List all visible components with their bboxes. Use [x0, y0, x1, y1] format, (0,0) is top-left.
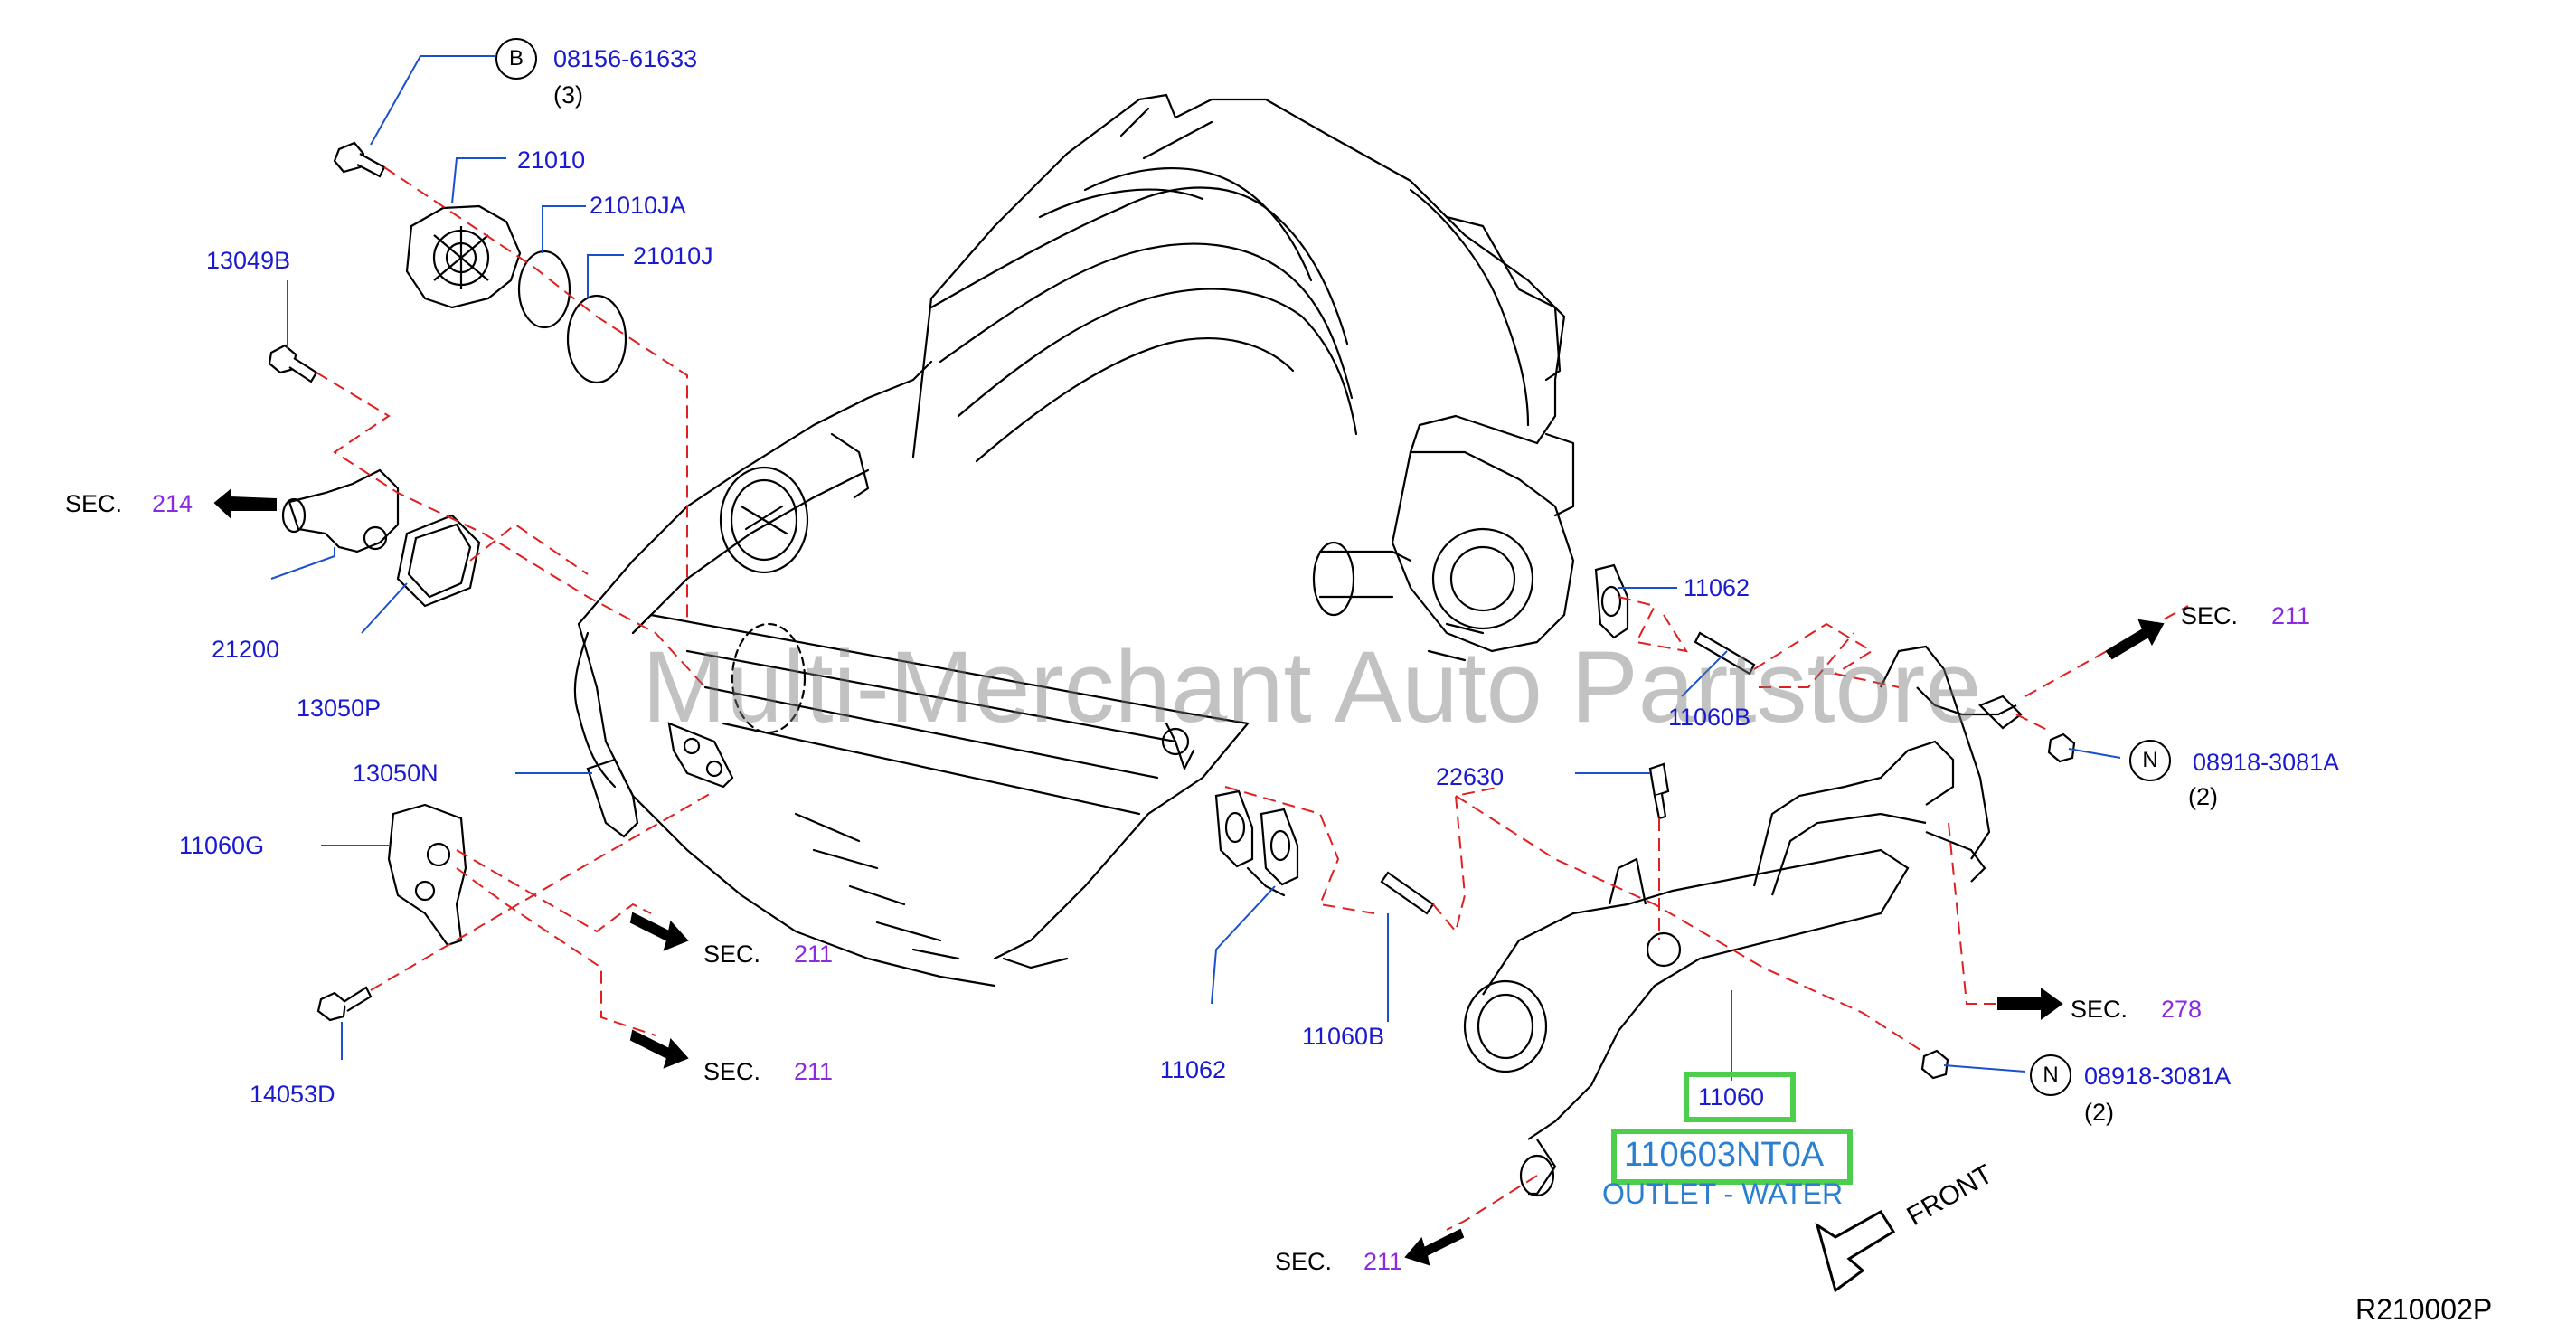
section-arrows — [213, 487, 2165, 1266]
engine-intake-manifold-drawing — [573, 93, 1575, 988]
section-label-211-a: SEC. — [703, 940, 761, 968]
thermostat-housing-drawing — [281, 468, 734, 947]
section-label-211-b: SEC. — [703, 1058, 761, 1085]
part-number-08918-3081A-1[interactable]: 08918-3081A — [2193, 749, 2340, 776]
diagram-id: R210002P — [2355, 1293, 2493, 1326]
front-arrow-icon — [1815, 1209, 1896, 1293]
part-number-14053D[interactable]: 14053D — [250, 1081, 335, 1108]
n-callout-circle-1: N — [2129, 740, 2171, 781]
water-pump-drawing — [405, 204, 627, 384]
bolt-drawings — [268, 141, 2076, 1080]
part-number-13049B[interactable]: 13049B — [206, 247, 291, 274]
part-number-08918-3081A-2[interactable]: 08918-3081A — [2084, 1063, 2232, 1090]
highlight-box-110603NT0A — [1611, 1129, 1853, 1185]
highlight-box-11060 — [1684, 1072, 1796, 1122]
leader-lines-dashed — [316, 166, 2189, 1231]
part-number-21010JA[interactable]: 21010JA — [590, 192, 686, 219]
part-number-11060B-top[interactable]: 11060B — [1668, 704, 1751, 731]
section-number-278[interactable]: 278 — [2161, 996, 2203, 1023]
section-number-211-d[interactable]: 211 — [1363, 1248, 1403, 1275]
section-label-211-d: SEC. — [1275, 1248, 1333, 1275]
section-number-211-a[interactable]: 211 — [794, 940, 834, 968]
qty-08918-2: (2) — [2084, 1099, 2114, 1126]
part-number-21010J[interactable]: 21010J — [633, 242, 713, 269]
section-label-278: SEC. — [2071, 996, 2128, 1023]
part-number-11060B-bottom[interactable]: 11060B — [1302, 1023, 1385, 1050]
part-number-11062-bottom[interactable]: 11062 — [1160, 1056, 1227, 1083]
part-number-11062-top[interactable]: 11062 — [1684, 574, 1750, 601]
part-number-21010[interactable]: 21010 — [517, 146, 586, 174]
b-callout-circle: B — [495, 38, 537, 80]
part-number-08156-61633[interactable]: 08156-61633 — [553, 45, 698, 72]
part-number-110603NT0A[interactable]: 110603NT0A — [1624, 1136, 1825, 1174]
qty-08918-1: (2) — [2188, 783, 2218, 810]
part-number-11060G[interactable]: 11060G — [179, 832, 265, 859]
leader-lines-solid — [270, 55, 2121, 1081]
section-label-211-c: SEC. — [2181, 602, 2239, 629]
n-callout-circle-2: N — [2030, 1054, 2071, 1096]
section-number-211-b[interactable]: 211 — [794, 1058, 834, 1085]
part-number-11060[interactable]: 11060 — [1698, 1083, 1765, 1110]
section-number-211-c[interactable]: 211 — [2271, 602, 2311, 629]
part-number-13050P[interactable]: 13050P — [297, 695, 382, 722]
part-number-21200[interactable]: 21200 — [212, 636, 280, 663]
part-description-outlet-water: OUTLET - WATER — [1602, 1177, 1844, 1210]
qty-08156: (3) — [553, 81, 583, 109]
part-number-22630[interactable]: 22630 — [1436, 763, 1505, 790]
section-label-214: SEC. — [65, 490, 123, 517]
part-number-13050N[interactable]: 13050N — [353, 760, 439, 787]
section-number-214[interactable]: 214 — [152, 490, 193, 517]
watermark-text: Multi-Merchant Auto Partstore — [642, 630, 1982, 743]
